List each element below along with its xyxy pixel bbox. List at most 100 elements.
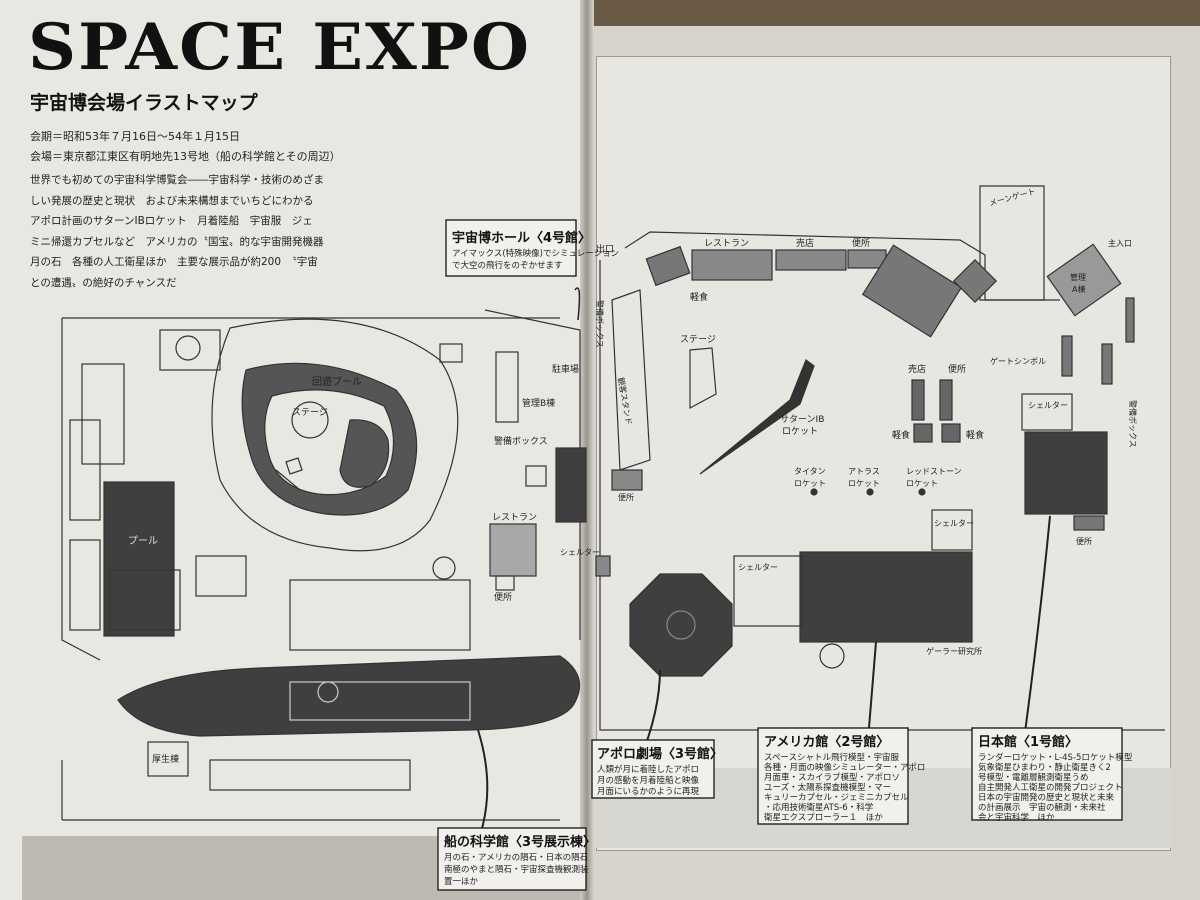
stage-label: ステージ xyxy=(680,334,716,345)
description-line: ミニ帰還カプセルなど アメリカの〝国宝〟的な宇宙開発機器 xyxy=(30,235,324,248)
building xyxy=(159,329,221,371)
hall-callout-arrow xyxy=(574,287,581,321)
atlas-label: アトラス xyxy=(848,467,880,476)
description-line: 世界でも初めての宇宙科学博覧会――宇宙科学・技術のめざま xyxy=(30,174,324,186)
light-meal-label: 軽食 xyxy=(892,429,910,441)
shelter-label: シェルター xyxy=(738,563,778,572)
callout-line: で大空の飛行をのぞかせます xyxy=(452,260,563,271)
left-map-labels: 回遊プール ステージ プール 駐車場 管理B棟 警備ボックス レストラン 便所 … xyxy=(128,363,600,765)
building xyxy=(439,343,463,363)
ship-deck xyxy=(289,681,471,721)
description-line: アポロ計画のサターンⅠBロケット 月着陸船 宇宙服 ジェ xyxy=(30,215,313,227)
welfare-building xyxy=(147,741,189,777)
spine xyxy=(580,0,594,900)
light-meal-label: 軽食 xyxy=(966,429,984,441)
atlas-rocket xyxy=(866,488,874,496)
japan-pavilion xyxy=(1024,431,1108,515)
callout-line: 会と宇宙科学 ほか xyxy=(978,812,1055,823)
callout-hall: 宇宙博ホール〈4号館〉 アイマックス(特殊映像)でシミュレーション で大空の飛行… xyxy=(445,219,619,277)
building xyxy=(195,555,247,597)
left-map xyxy=(61,309,587,861)
callout-line: ユーズ・太陽系探査機模型・マー xyxy=(764,782,891,793)
guard-box-label: 警備ボックス xyxy=(595,300,605,348)
callout-line: キュリーカプセル・ジェミニカプセル xyxy=(764,793,909,803)
callout-line: 人類が月に着陸したアポロ xyxy=(597,764,699,775)
road-outline xyxy=(624,231,1060,301)
parking-label: 駐車場 xyxy=(552,363,579,375)
callout-america: アメリカ館〈2号館〉 スペースシャトル飛行模型・宇宙服 各種・月面の映像シミュレ… xyxy=(757,727,925,825)
guard-box xyxy=(525,465,547,487)
titan-rocket-label: ロケット xyxy=(794,479,826,488)
callout-title: 船の科学館〈3号展示棟〉 xyxy=(444,834,596,850)
saturn-label: サターンⅠB xyxy=(780,414,824,425)
admin-b-building xyxy=(495,351,519,423)
saturn-rocket xyxy=(699,359,815,475)
kanri-a-label: A棟 xyxy=(1072,284,1085,294)
titan-rocket xyxy=(810,488,818,496)
plaza xyxy=(289,579,471,651)
period-text: 会期＝昭和53年７月16日～54年１月15日 xyxy=(30,130,240,143)
main-gate xyxy=(979,185,1045,301)
page-title: SPACE EXPO xyxy=(28,10,532,85)
callout-line: ・応用技術衛星ATS-6・科学 xyxy=(764,802,874,813)
callout-apollo: アポロ劇場〈3号館〉 人類が月に着陸したアポロ 月の感動を月着陸船と映像 月面に… xyxy=(591,739,723,799)
restaurant-building xyxy=(489,523,537,577)
building xyxy=(69,419,101,521)
kiosk xyxy=(1101,343,1113,385)
pool-inner xyxy=(339,419,390,488)
rocket-label: ロケット xyxy=(782,426,818,437)
shelter-block xyxy=(931,509,973,551)
callout-line: 月面にいるかのように再現 xyxy=(597,787,700,797)
callout-line: 月の石・アメリカの隕石・日本の隕石 xyxy=(444,852,588,863)
callout-line: 日本の宇宙開発の歴史と現状と未来 xyxy=(978,792,1115,803)
callout-line: 南極のやまと隕石・宇宙探査機観測装 xyxy=(444,864,589,875)
shelter-block xyxy=(733,555,803,627)
ship-museum xyxy=(117,655,581,737)
stage-circle xyxy=(291,401,329,439)
road-outline xyxy=(61,317,560,821)
gate-symbol-label: ゲートシンボル xyxy=(990,356,1046,366)
gallery-label: ゲーラー研究所 xyxy=(926,646,982,656)
callout-title: 宇宙博ホール〈4号館〉 xyxy=(452,230,591,246)
callout-line: 号模型・電離層観測衛星うめ xyxy=(978,772,1089,783)
pool-area-outline xyxy=(211,318,459,552)
shop-kiosk xyxy=(939,379,953,421)
page-subtitle: 宇宙博会場イラストマップ xyxy=(30,92,258,114)
light-meal-label: 軽食 xyxy=(690,291,708,303)
toilet xyxy=(1073,515,1105,531)
description-line: 月の石 各種の人工衛星ほか 主要な展示品が約200 〝宇宙 xyxy=(30,256,318,268)
admin-a-building xyxy=(1046,243,1122,317)
callout-line: アイマックス(特殊映像)でシミュレーション xyxy=(452,248,619,259)
guard-box-label-right: 警備ボックス xyxy=(1128,400,1138,448)
bridge xyxy=(275,457,303,491)
round-structure xyxy=(175,335,201,361)
callout-line: 衛星エクスプローラー１ ほか xyxy=(764,812,883,823)
apollo-theater-core xyxy=(666,610,696,640)
toilet-block xyxy=(952,258,998,304)
description-line: しい発展の歴史と現状 および未来構想までいちどにわかる xyxy=(30,194,314,207)
round-structure xyxy=(432,556,456,580)
callout-line: ランダーロケット・L-4S-5ロケット模型 xyxy=(978,752,1133,763)
stage-label: ステージ xyxy=(292,407,328,418)
callout-ship: 船の科学館〈3号展示棟〉 月の石・アメリカの隕石・日本の隕石 南極のやまと隕石・… xyxy=(437,827,596,891)
restaurant-label: レストラン xyxy=(704,238,749,249)
atlas-rocket-label: ロケット xyxy=(848,479,880,488)
right-map xyxy=(574,185,1165,761)
building xyxy=(645,245,691,287)
america-pavilion xyxy=(799,551,973,643)
welfare-label: 厚生棟 xyxy=(152,753,179,765)
description: 世界でも初めての宇宙科学博覧会――宇宙科学・技術のめざま しい発展の歴史と現状 … xyxy=(30,170,360,293)
callout-line: 置一ほか xyxy=(444,877,479,887)
callout-line: 月の感動を月着陸船と映像 xyxy=(597,775,700,786)
kiosk xyxy=(1061,335,1073,377)
kanri-label: 管理 xyxy=(1070,272,1086,282)
callout-box xyxy=(971,727,1123,821)
callout-japan: 日本館〈1号館〉 ランダーロケット・L-4S-5ロケット模型 気象衛星ひまわり・… xyxy=(971,727,1133,823)
light-meal-kiosk xyxy=(913,423,933,443)
callout-line: スペースシャトル飛行模型・宇宙服 xyxy=(764,752,899,763)
restaurant-label: レストラン xyxy=(492,512,537,523)
callout-line: 自主開発人工衛星の開発プロジェクト xyxy=(978,782,1123,793)
shelter-label: シェルター xyxy=(560,548,600,557)
pool-building-label: プール xyxy=(128,535,158,547)
